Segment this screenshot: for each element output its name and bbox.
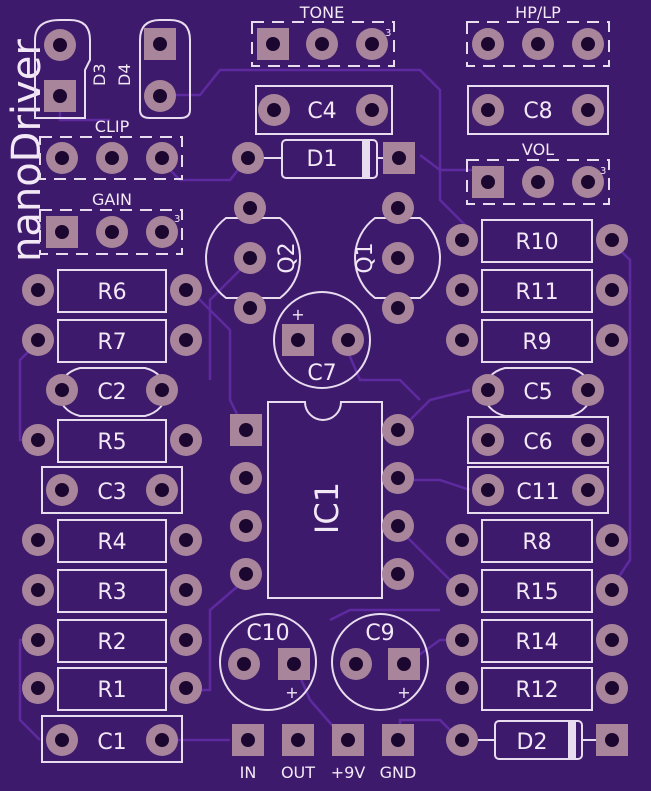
r15-label: R15 (515, 580, 558, 605)
r8-footprint (446, 519, 628, 563)
r2-label: R2 (97, 630, 126, 655)
r9-footprint (446, 319, 628, 363)
c4-label: C4 (307, 99, 336, 124)
c6-label: C6 (523, 430, 552, 455)
r1-label: R1 (97, 678, 126, 703)
c8-label: C8 (523, 99, 552, 124)
io-9v-label: +9V (331, 763, 366, 782)
q2-footprint (205, 192, 301, 324)
tone-label: TONE (299, 3, 344, 22)
r2-footprint (22, 619, 202, 663)
vol-pin3-label: 3 (600, 166, 606, 177)
d2-label: D2 (517, 730, 548, 755)
io-pads (232, 724, 414, 756)
c10-label: C10 (246, 621, 289, 646)
c7-plus: + (291, 305, 304, 324)
r4-label: R4 (97, 530, 126, 555)
c11-footprint (467, 466, 609, 514)
io-out-label: OUT (281, 763, 315, 782)
r15-footprint (446, 569, 628, 613)
r4-footprint (22, 519, 202, 563)
d1-label: D1 (307, 147, 338, 172)
c1-footprint (41, 715, 183, 763)
clip-label: CLIP (95, 117, 130, 136)
r9-label: R9 (522, 330, 551, 355)
r3-footprint (22, 569, 202, 613)
q1-label: Q1 (353, 242, 378, 273)
c9-label: C9 (365, 621, 394, 646)
q2-label: Q2 (275, 242, 300, 273)
r3-label: R3 (97, 580, 126, 605)
d4-label: D4 (115, 64, 134, 87)
r5-footprint (22, 419, 202, 463)
c8-footprint (467, 85, 609, 135)
c5-label: C5 (523, 380, 552, 405)
clip-header (39, 136, 183, 180)
c6-footprint (467, 416, 609, 464)
c2-footprint (46, 367, 178, 417)
c1-label: C1 (97, 730, 126, 755)
c10-plus: + (285, 683, 298, 702)
ic1-label: IC1 (308, 482, 346, 534)
r7-footprint (22, 319, 202, 363)
r7-label: R7 (97, 330, 126, 355)
r11-footprint (446, 269, 628, 313)
c2-label: C2 (97, 380, 126, 405)
c4-footprint (255, 85, 393, 135)
r8-label: R8 (522, 530, 551, 555)
board-title: nanoDriver (4, 39, 50, 262)
c7-footprint (273, 291, 371, 389)
r5-label: R5 (97, 430, 126, 455)
d1-footprint (232, 139, 415, 179)
c7-label: C7 (307, 361, 336, 386)
io-gnd-label: GND (380, 763, 417, 782)
io-in-label: IN (240, 763, 257, 782)
r10-footprint (446, 219, 628, 263)
d4-footprint (139, 19, 191, 119)
hplp-header (466, 21, 610, 67)
c10-footprint (219, 613, 317, 711)
vol-label: VOL (522, 140, 554, 159)
c9-footprint (331, 613, 429, 711)
r14-label: R14 (515, 630, 558, 655)
d2-footprint (446, 720, 628, 760)
gain-pin3-label: 3 (174, 214, 180, 225)
c3-footprint (41, 466, 183, 514)
r12-footprint (446, 667, 628, 711)
r10-label: R10 (515, 230, 558, 255)
vol-header (466, 159, 610, 205)
gain-header (39, 209, 183, 255)
c11-label: C11 (516, 480, 559, 505)
q1-footprint (354, 192, 441, 324)
tone-header (251, 21, 395, 67)
gain-label: GAIN (92, 190, 132, 209)
r11-label: R11 (515, 280, 558, 305)
d3-label: D3 (90, 64, 109, 87)
c5-footprint (472, 367, 604, 417)
c9-plus: + (397, 683, 410, 702)
d3-footprint (34, 19, 91, 119)
tone-pin3-label: 3 (385, 28, 391, 39)
r1-footprint (22, 667, 202, 711)
ic1-footprint (230, 401, 414, 599)
hplp-label: HP/LP (515, 3, 561, 22)
c3-label: C3 (97, 480, 126, 505)
r12-label: R12 (515, 678, 558, 703)
r14-footprint (446, 619, 628, 663)
r6-label: R6 (97, 280, 126, 305)
r6-footprint (22, 269, 202, 313)
